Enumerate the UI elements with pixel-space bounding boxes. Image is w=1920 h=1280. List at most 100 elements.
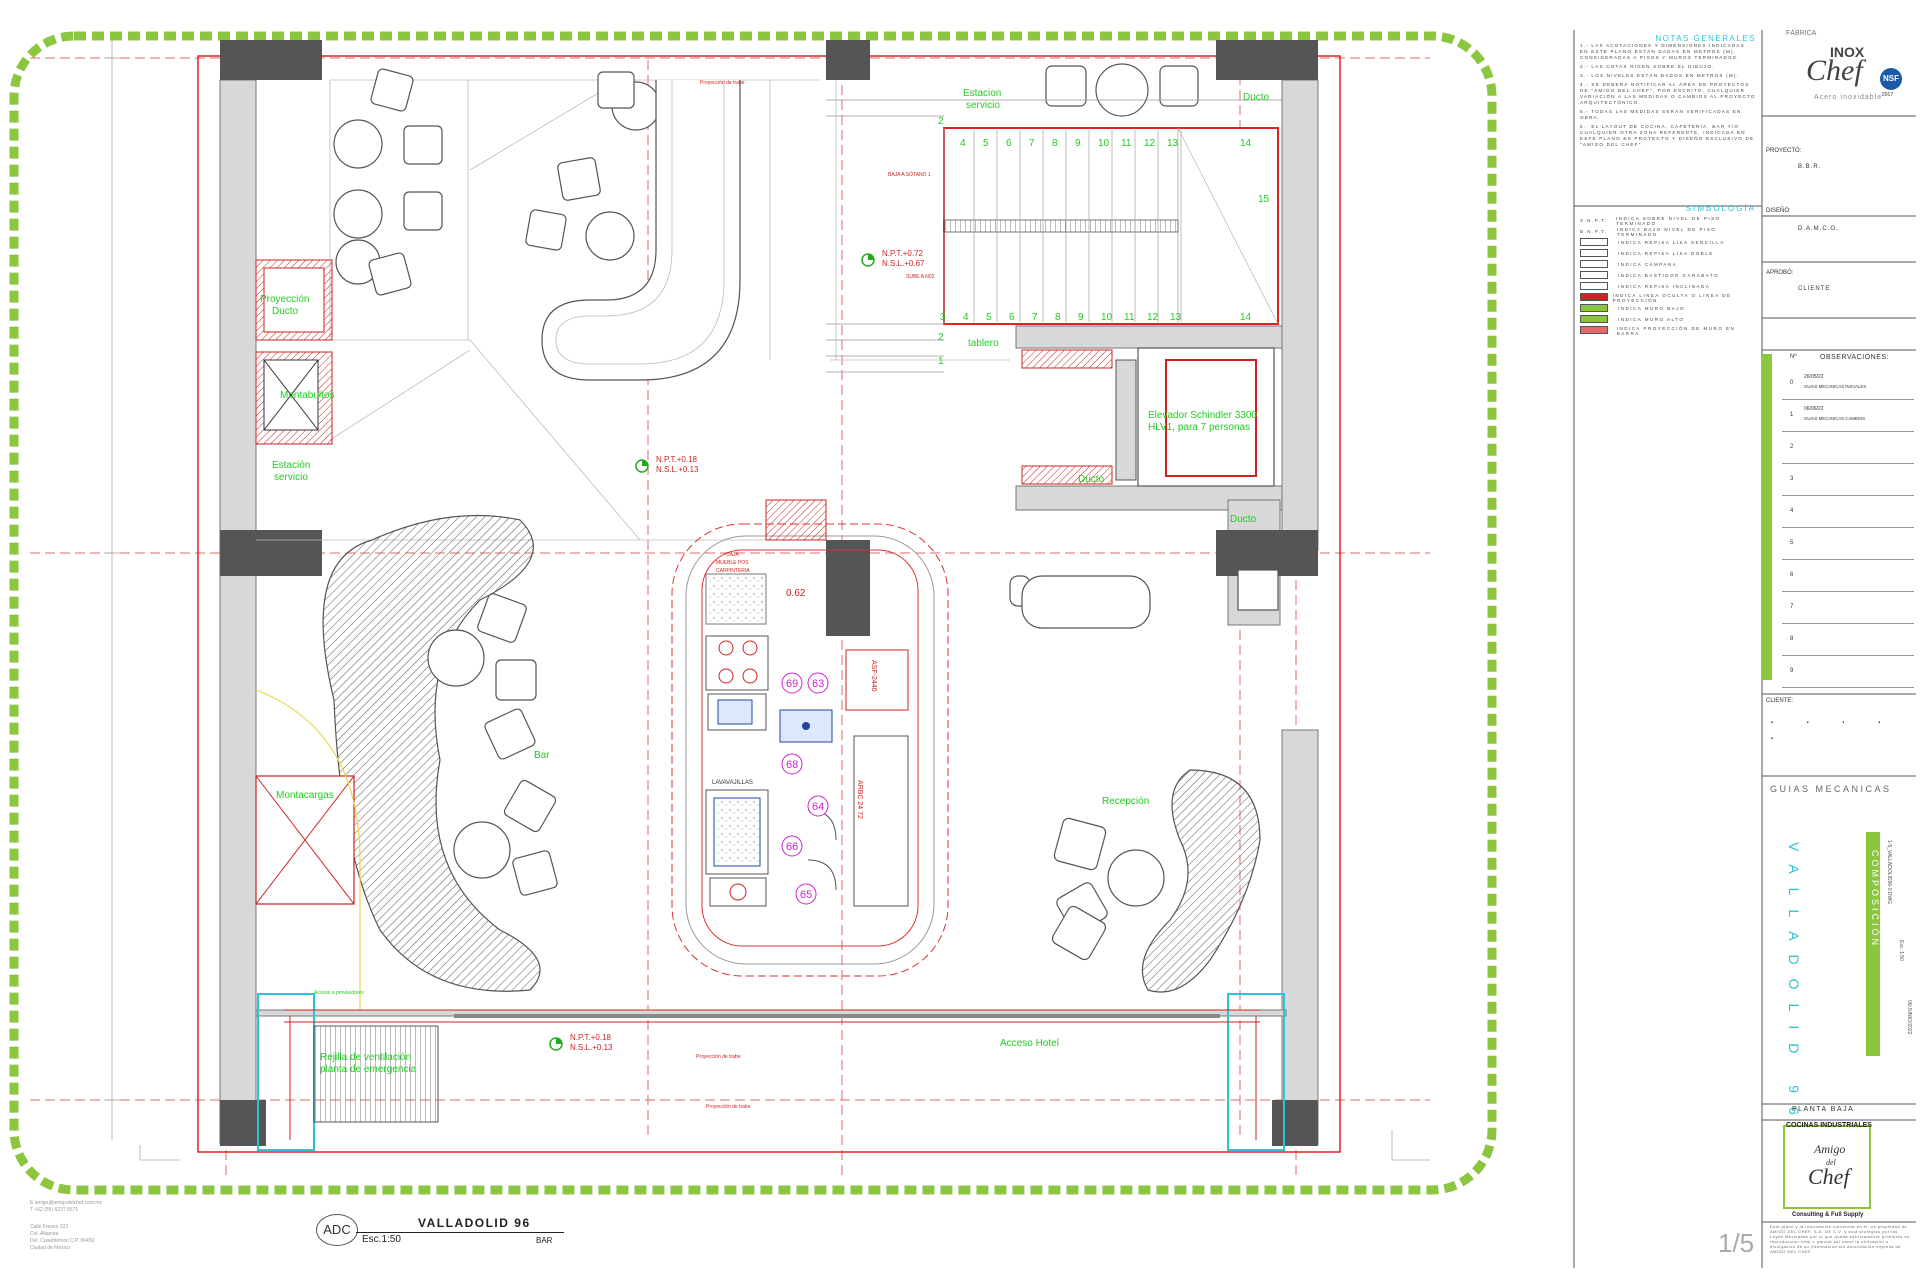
site-boundary bbox=[9, 31, 1497, 1195]
simbologia-title: SIMBOLOGÍA bbox=[1685, 204, 1756, 213]
revision-number: 4 bbox=[1790, 508, 1794, 514]
stair-treads bbox=[973, 130, 1182, 322]
label-ducto-top: Ducto bbox=[1243, 92, 1270, 103]
composicion-vertical: COMPOSICIÓN bbox=[1870, 850, 1880, 949]
contact-email: E amigo@amigodelchef.com.mx bbox=[30, 1200, 103, 1206]
label-estacion-servicio-top: Estacion bbox=[963, 88, 1001, 99]
stair-number-top: 9 bbox=[1075, 138, 1081, 149]
stair-number-bottom: 12 bbox=[1147, 312, 1159, 323]
revision-number: 1 bbox=[1790, 412, 1794, 418]
label-asf: ASF-2440 bbox=[870, 660, 877, 692]
brand-logo: FÁBRICA INOX Chef NSF 2017 Acero Inoxida… bbox=[1786, 30, 1912, 110]
consulting-label: Consulting & Full Supply bbox=[1792, 1212, 1864, 1218]
aprobo-value: CLIENTE bbox=[1798, 286, 1831, 292]
level-bottom-nsl: N.S.L.+0.13 bbox=[570, 1043, 613, 1052]
stair-number-bottom: 9 bbox=[1078, 312, 1084, 323]
simbologia-swatch bbox=[1580, 282, 1608, 290]
label-proyeccion-trabe-lower: Proyección de trabe bbox=[706, 1104, 751, 1110]
stair-number-bottom: 4 bbox=[963, 312, 969, 323]
title-underline bbox=[356, 1232, 564, 1233]
file-name: 1-5_VALLADOLID96-0.DWG bbox=[1886, 840, 1892, 905]
tag-63: 63 bbox=[812, 678, 824, 690]
stair-number-bottom: 3 bbox=[940, 312, 946, 323]
address-line-3: Del. Cuauhtémoc C.P. 06450 bbox=[30, 1238, 95, 1244]
bar-furniture bbox=[427, 593, 558, 896]
label-proyeccion-trabe-bottom: Proyección de trabe bbox=[696, 1054, 741, 1060]
tag-65: 65 bbox=[800, 889, 812, 901]
simbologia-row: INDICA REPISA INCLINADA bbox=[1580, 281, 1756, 292]
label-montacargas: Montacargas bbox=[276, 790, 334, 801]
label-rejilla: Rejilla de ventilación bbox=[320, 1052, 411, 1063]
label-mueble-3: CARPINTERIA bbox=[716, 568, 750, 574]
notes-block: NOTAS GENERALES 1.- LAS ACOTACIONES Y DI… bbox=[1580, 34, 1756, 151]
equipment-tags bbox=[781, 672, 829, 905]
label-elevador: Elevador Schindler 3300 bbox=[1148, 410, 1257, 421]
bar-module bbox=[671, 499, 949, 977]
simbologia-code bbox=[1580, 304, 1618, 313]
note-item: 4.- SE DEBERÁ NOTIFICAR AL ÁREA DE PROYE… bbox=[1580, 82, 1756, 105]
simbologia-swatch bbox=[1580, 271, 1608, 279]
stair-number-bottom: 7 bbox=[1032, 312, 1038, 323]
label-lavavajillas: LAVAVAJILLAS bbox=[712, 780, 753, 786]
label-elevador-2: HLV1, para 7 personas bbox=[1148, 422, 1250, 433]
simbologia-block: SIMBOLOGÍA S.N.P.T.INDICA SOBRE NIVEL DE… bbox=[1580, 204, 1756, 336]
label-servicio-left: servicio bbox=[274, 472, 308, 483]
simbologia-desc: INDICA REPISA LISA DOBLE bbox=[1618, 251, 1714, 256]
nsf-badge: NSF bbox=[1880, 68, 1902, 90]
brand-chef: Chef bbox=[1806, 54, 1863, 87]
simbologia-desc: INDICA LINEA OCULTA O LINEA DE PROYECCIÓ… bbox=[1612, 292, 1732, 303]
reception-counter bbox=[1141, 769, 1261, 993]
stair-number-bottom: 11 bbox=[1124, 312, 1135, 323]
label-proyeccion: Proyección bbox=[260, 294, 309, 305]
simbologia-row: S.N.P.T.INDICA SOBRE NIVEL DE PISO TERMI… bbox=[1580, 215, 1756, 226]
revision-row: 9 bbox=[1782, 656, 1914, 688]
file-scale: Esc. 1:50 bbox=[1898, 940, 1904, 961]
revisiones-vertical: REVISIONES bbox=[1770, 414, 1780, 520]
stair-number-top: 7 bbox=[1029, 138, 1035, 149]
revision-row: 4 bbox=[1782, 496, 1914, 528]
address-line-4: Ciudad de México bbox=[30, 1245, 71, 1251]
revision-row: 5 bbox=[1782, 528, 1914, 560]
simbologia-swatch bbox=[1580, 293, 1608, 301]
label-sube-n02: SUBE A N02 bbox=[906, 274, 935, 280]
simbologia-code bbox=[1580, 249, 1618, 258]
tag-64: 64 bbox=[812, 801, 824, 813]
scale-label: Esc.1:50 bbox=[362, 1234, 401, 1245]
revision-number: 8 bbox=[1790, 636, 1794, 642]
revision-date: 06/06/22 bbox=[1804, 406, 1824, 412]
simbologia-row: INDICA BASTIDOR GARABATO bbox=[1580, 270, 1756, 281]
bar-counter bbox=[322, 514, 541, 992]
revision-number: 9 bbox=[1790, 668, 1794, 674]
simbologia-row: INDICA REPISA LISA SENCILLA bbox=[1580, 237, 1756, 248]
simbologia-swatch bbox=[1580, 315, 1608, 323]
observaciones-header: OBSERVACIONES: bbox=[1820, 354, 1889, 361]
bench-curve bbox=[541, 80, 741, 381]
level-stair-npt: N.P.T.+0.72 bbox=[882, 249, 924, 258]
year: 2017 bbox=[1882, 92, 1894, 98]
level-markers bbox=[549, 253, 875, 1051]
simbologia-row: B.N.P.T. INDICA BAJO NIVEL DE PISO TERMIN… bbox=[1580, 226, 1756, 237]
simbologia-desc: INDICA BAJO NIVEL DE PISO TERMINADO bbox=[1617, 226, 1717, 237]
level-stair-nsl: N.S.L.+0.67 bbox=[882, 259, 925, 268]
drawing-title: ADC VALLADOLID 96 Esc.1:50 BAR bbox=[316, 1214, 566, 1250]
sheet-number: 1/5 bbox=[1718, 1228, 1755, 1258]
notes-list: 1.- LAS ACOTACIONES Y DIMENSIONES INDICA… bbox=[1580, 43, 1756, 148]
label-acceso-proveedores: Acceso a proveedores bbox=[314, 990, 364, 996]
acero-label: Acero Inoxidable bbox=[1814, 94, 1883, 101]
address-line-2: Col. Altamira bbox=[30, 1231, 59, 1237]
level-bottom-npt: N.P.T.+0.18 bbox=[570, 1033, 612, 1042]
label-estacion-servicio-top-2: servicio bbox=[966, 100, 1000, 111]
revision-date: 26/05/22 bbox=[1804, 374, 1824, 380]
simbologia-swatch bbox=[1580, 260, 1608, 268]
simbologia-code bbox=[1580, 260, 1618, 269]
label-arbc: ARBC 24 72 bbox=[856, 780, 863, 819]
simbologia-code: B.N.P.T. bbox=[1580, 229, 1608, 234]
amigo-logo: Amigo del Chef bbox=[1790, 1138, 1866, 1204]
dimension-lines bbox=[104, 40, 1430, 1161]
simbologia-swatch bbox=[1580, 326, 1608, 334]
simbologia-code bbox=[1580, 238, 1618, 247]
simbologia-row: INDICA MURO ALTO bbox=[1580, 314, 1756, 325]
label-mueble-2: MUEBLE POS bbox=[716, 560, 749, 566]
building-outline bbox=[197, 55, 1341, 1153]
